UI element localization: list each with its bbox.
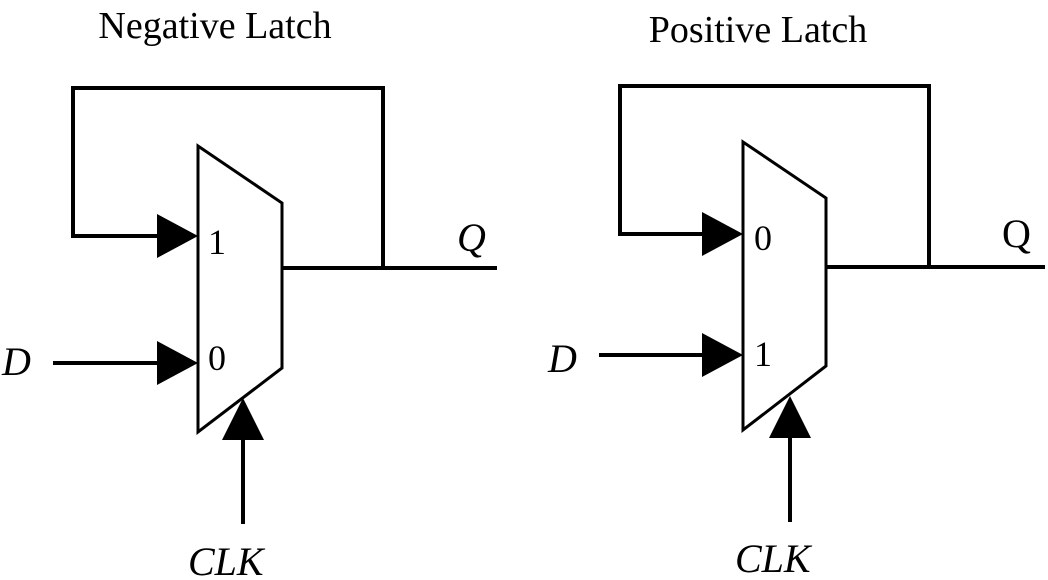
negative-input-bottom-label: 0 — [208, 338, 226, 378]
negative-feedback-wire — [71, 86, 385, 268]
positive-d-arrow — [702, 333, 743, 377]
positive-latch-title: Positive Latch — [649, 9, 867, 51]
negative-mux — [196, 143, 284, 436]
negative-clk-arrow — [222, 398, 264, 440]
positive-mux — [741, 139, 828, 434]
negative-q-label: Q — [457, 215, 486, 260]
negative-latch: Negative Latch 1 0 D Q CLK — [1, 5, 497, 580]
positive-input-bottom-label: 1 — [754, 334, 772, 374]
positive-input-top-label: 0 — [754, 218, 772, 258]
positive-latch: Positive Latch 0 1 D Q CLK — [547, 9, 1045, 580]
negative-clk-label: CLK — [188, 539, 266, 580]
negative-input-top-label: 1 — [208, 222, 226, 262]
negative-input-1-arrow — [157, 214, 198, 258]
positive-feedback-wire — [618, 84, 931, 267]
positive-clk-label: CLK — [735, 536, 813, 580]
positive-clk-arrow — [769, 396, 811, 438]
negative-latch-title: Negative Latch — [98, 5, 331, 47]
positive-input-0-arrow — [702, 212, 743, 256]
negative-d-arrow — [157, 341, 198, 385]
negative-d-label: D — [1, 339, 31, 384]
positive-q-label: Q — [1002, 211, 1031, 256]
positive-d-label: D — [547, 336, 577, 381]
